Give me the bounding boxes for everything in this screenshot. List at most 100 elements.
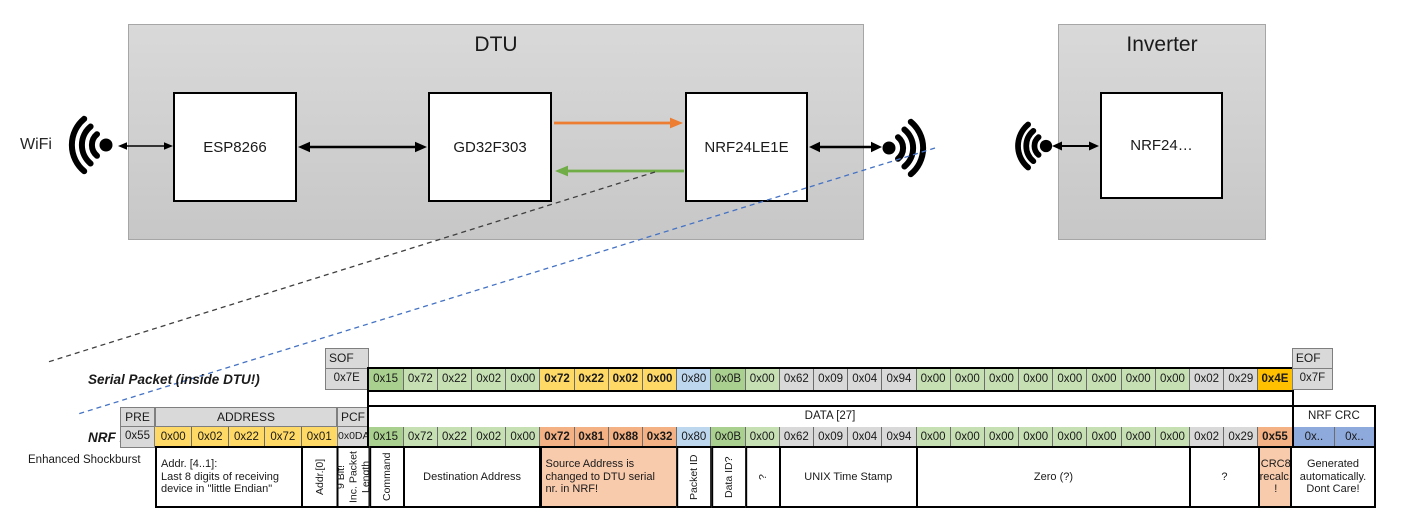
gd32f303-label: GD32F303 [453,138,527,156]
serial-byte-cell: 0x00 [1154,369,1189,390]
serial-byte-cell: 0x02 [471,369,506,390]
serial-byte-cell: 0x29 [1223,369,1258,390]
annotation-cell: Source Address is changed to DTU serial … [539,446,679,508]
pre-value: 0x55 [120,427,155,448]
nrf-byte-cell: 0x00 [915,427,950,448]
eof-header: EOF [1291,348,1333,369]
wifi-icon [68,115,113,175]
nrf-byte-cell: 0x81 [573,427,608,448]
serial-byte-cell: 0x00 [1086,369,1121,390]
serial-byte-cell: 0x22 [436,369,472,390]
dtu-title: DTU [474,33,518,56]
nrf-crc-row: 0x..0x.. [1293,427,1374,448]
nrf-byte-cell: 0x0B [710,427,745,448]
annotation-cell: Zero (?) [915,446,1192,508]
address-byte-cell: 0x22 [227,427,265,448]
nrf-byte-cell: 0x09 [812,427,848,448]
annotation-cell: ? [744,446,781,508]
nrf-byte-cell: 0x02 [1189,427,1224,448]
nrf-crc-byte-cell: 0x.. [1333,427,1374,448]
serial-packet-label: Serial Packet (inside DTU!) [88,372,260,387]
nrf-byte-cell: 0x00 [505,427,540,448]
nrf-byte-cell: 0x00 [1018,427,1053,448]
serial-byte-cell: 0x62 [778,369,813,390]
inverter-title: Inverter [1126,33,1198,56]
nrf-byte-cell: 0x94 [881,427,916,448]
pcf-header: PCF [337,407,369,427]
nrf-byte-cell: 0x00 [949,427,984,448]
nrf-byte-cell: 0x02 [471,427,506,448]
serial-byte-cell: 0x00 [1120,369,1155,390]
address-byte-cell: 0x72 [264,427,301,448]
serial-byte-cell: 0x00 [949,369,984,390]
wifi-icon [882,118,927,178]
nrf-byte-cell: 0x00 [1086,427,1121,448]
inverter-nrf24-label: NRF24… [1130,137,1193,154]
sof-column: SOF 0x7E [325,348,369,390]
esp8266-label: ESP8266 [203,138,267,156]
eof-column: EOF 0x7F [1291,348,1333,390]
annotation-cell: Addr.[0] [301,446,339,508]
annotation-cell: Data ID? [710,446,747,508]
nrf-byte-cell: 0x00 [1052,427,1087,448]
gd32f303-box: GD32F303 [428,92,552,202]
eof-value: 0x7F [1291,369,1333,390]
serial-byte-cell: 0x00 [983,369,1019,390]
inverter-nrf24-box: NRF24… [1100,92,1223,199]
nrf-byte-cell: 0x32 [642,427,677,448]
nrf-crc-block: NRF CRC 0x..0x.. [1291,405,1376,450]
nrf-byte-cell: 0x88 [607,427,642,448]
serial-byte-cell: 0x80 [676,369,711,390]
serial-byte-cell: 0x00 [1018,369,1053,390]
inverter-panel: Inverter [1058,24,1266,240]
pre-header: PRE [120,407,155,427]
nrf-byte-cell: 0x22 [436,427,472,448]
address-byte-cell: 0x00 [155,427,192,448]
sof-value: 0x7E [325,369,369,390]
annotation-cell: 9 Bit! Inc. Packet Length [335,446,372,508]
serial-byte-cell: 0x00 [915,369,950,390]
enhanced-shockburst-label: Enhanced Shockburst [28,454,141,466]
serial-byte-cell: 0x00 [1052,369,1087,390]
address-byte-cell: 0x02 [191,427,228,448]
nrf-byte-cell: 0x72 [539,427,574,448]
wifi-label: WiFi [20,136,52,153]
serial-byte-cell: 0x02 [607,369,642,390]
serial-byte-cell: 0x00 [642,369,677,390]
annotation-cell: UNIX Time Stamp [778,446,918,508]
nrf-byte-cell: 0x72 [402,427,437,448]
nrf-crc-byte-cell: 0x.. [1293,427,1334,448]
nrf24le1e-box: NRF24LE1E [685,92,808,202]
serial-byte-cell: 0x72 [539,369,574,390]
nrf-byte-cell: 0x04 [847,427,882,448]
serial-byte-cell: 0x0B [710,369,745,390]
annotation-cell: Command [368,446,405,508]
wifi-icon [1015,121,1053,171]
nrf-byte-cell: 0x00 [983,427,1019,448]
nrf-byte-cell: 0x00 [1120,427,1155,448]
nrf-byte-cell: 0x55 [1257,427,1292,448]
serial-byte-cell: 0x94 [881,369,916,390]
serial-byte-cell: 0x02 [1189,369,1224,390]
nrf-byte-cell: 0x80 [676,427,711,448]
serial-byte-cell: 0x15 [368,369,403,390]
pre-column: PRE 0x55 [120,407,155,448]
annotation-cell: Destination Address [402,446,542,508]
serial-byte-cell: 0x22 [573,369,608,390]
nrf-byte-cell: 0x62 [778,427,813,448]
serial-byte-cell: 0x4E [1257,369,1292,390]
nrf-byte-cell: 0x00 [744,427,779,448]
nrf-byte-cell: 0x15 [368,427,403,448]
serial-byte-cell: 0x00 [505,369,540,390]
serial-byte-cell: 0x04 [847,369,882,390]
annotation-cell: Generated automatically. Dont Care! [1290,446,1376,508]
serial-byte-cell: 0x09 [812,369,848,390]
address-byte-cell: 0x01 [300,427,337,448]
annotation-cell: ? [1189,446,1260,508]
annotation-cell: Addr. [4..1]: Last 8 digits of receiving… [155,446,303,508]
pcf-value: 0x0DA [337,427,370,448]
